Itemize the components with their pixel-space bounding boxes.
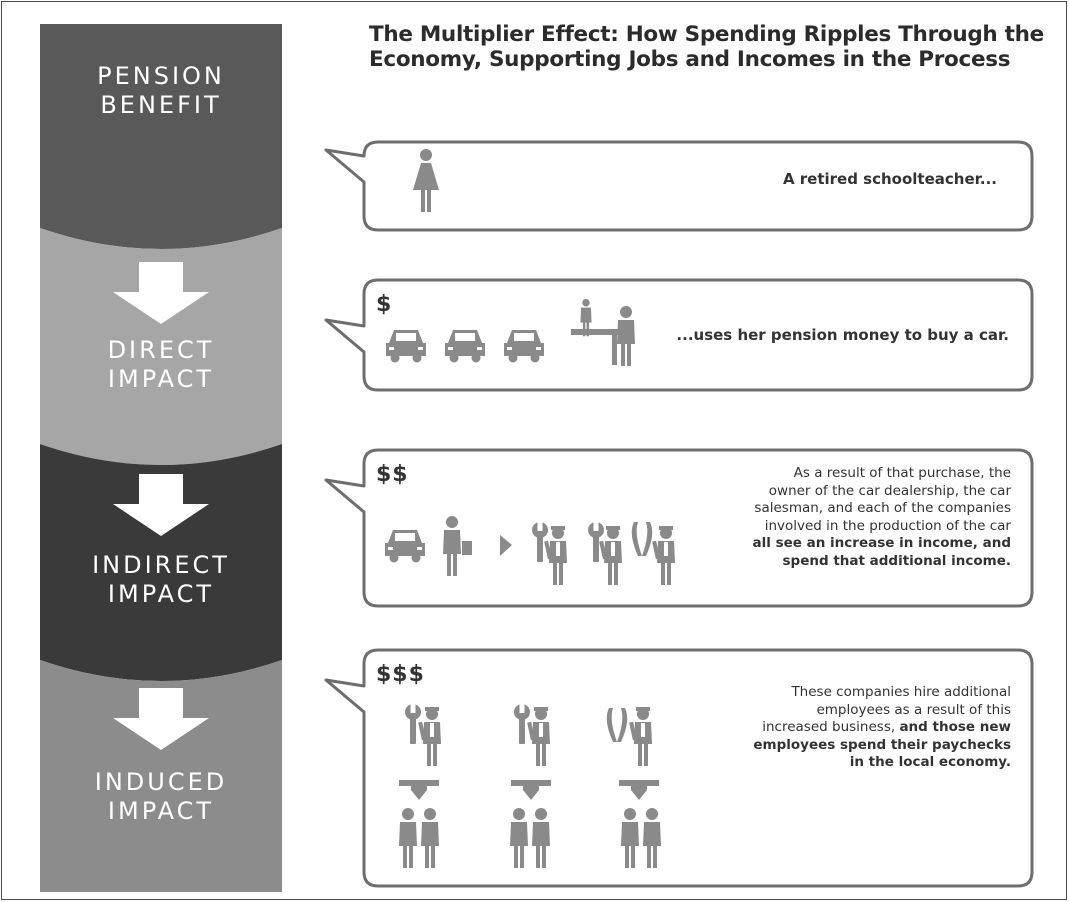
callout-box-indirect: [324, 448, 1034, 608]
caption-indirect-line: owner of the car dealership, the car: [768, 482, 1011, 499]
caption-induced-line: These companies hire additional: [791, 684, 1011, 700]
caption-induced-line-part: increased business,: [762, 719, 896, 735]
caption-indirect-bold-line: spend that additional income.: [782, 552, 1012, 569]
diagram-title: The Multiplier Effect: How Spending Ripp…: [369, 22, 1044, 72]
arrow-down-icon: [511, 780, 551, 800]
caption-buy-car: ...uses her pension money to buy a car.: [676, 326, 1009, 344]
caption-indirect-line: As a result of that purchase, the: [793, 465, 1011, 481]
down-arrow-icon: [113, 474, 209, 536]
down-arrow-icon: [113, 688, 209, 750]
briefcase-icon: [462, 541, 472, 555]
arrow-down-icon: [399, 780, 439, 800]
caption-induced-line: employees as a result of this: [816, 701, 1011, 718]
stage-band-induced-impact: [40, 660, 282, 892]
callout-box-induced: [324, 648, 1034, 888]
caption-retired-schoolteacher: A retired schoolteacher...: [782, 170, 997, 188]
dollar-sign-triple: $$$: [376, 662, 425, 687]
caption-indirect-line: salesman, and each of the companies: [754, 500, 1011, 516]
stage-label-induced-impact: INDUCED IMPACT: [94, 768, 228, 825]
caption-indirect: As a result of that purchase, the owner …: [753, 465, 1011, 570]
arrow-right-icon: [500, 535, 512, 556]
arrow-down-icon: [619, 780, 659, 800]
caption-induced-bold-part: and those new: [899, 719, 1011, 735]
desk-icon: [571, 329, 623, 335]
callout-box-pension: [324, 140, 1034, 232]
caption-indirect-bold-line: all see an increase in income, and: [752, 535, 1011, 551]
caption-induced-bold-line: in the local economy.: [849, 754, 1011, 770]
dollar-sign-double: $$: [376, 462, 409, 487]
dollar-sign-single: $: [376, 292, 393, 317]
stage-band-indirect-impact: [40, 444, 282, 681]
stage-band-pension-benefit: [40, 24, 282, 249]
stage-band-direct-impact: [40, 228, 282, 465]
desk-leg-icon: [612, 335, 617, 365]
callout-box-direct: [324, 278, 1034, 392]
down-arrow-icon: [113, 262, 209, 324]
stage-label-indirect-impact: INDIRECT IMPACT: [92, 551, 230, 608]
stage-label-pension-benefit: PENSION BENEFIT: [97, 62, 225, 119]
caption-induced-bold-line: employees spend their paychecks: [753, 736, 1011, 753]
caption-induced-line: increased business, and those new: [753, 719, 1011, 737]
caption-induced: These companies hire additional employee…: [753, 684, 1011, 772]
caption-indirect-line: involved in the production of the car: [764, 517, 1011, 534]
stage-label-direct-impact: DIRECT IMPACT: [107, 336, 215, 393]
